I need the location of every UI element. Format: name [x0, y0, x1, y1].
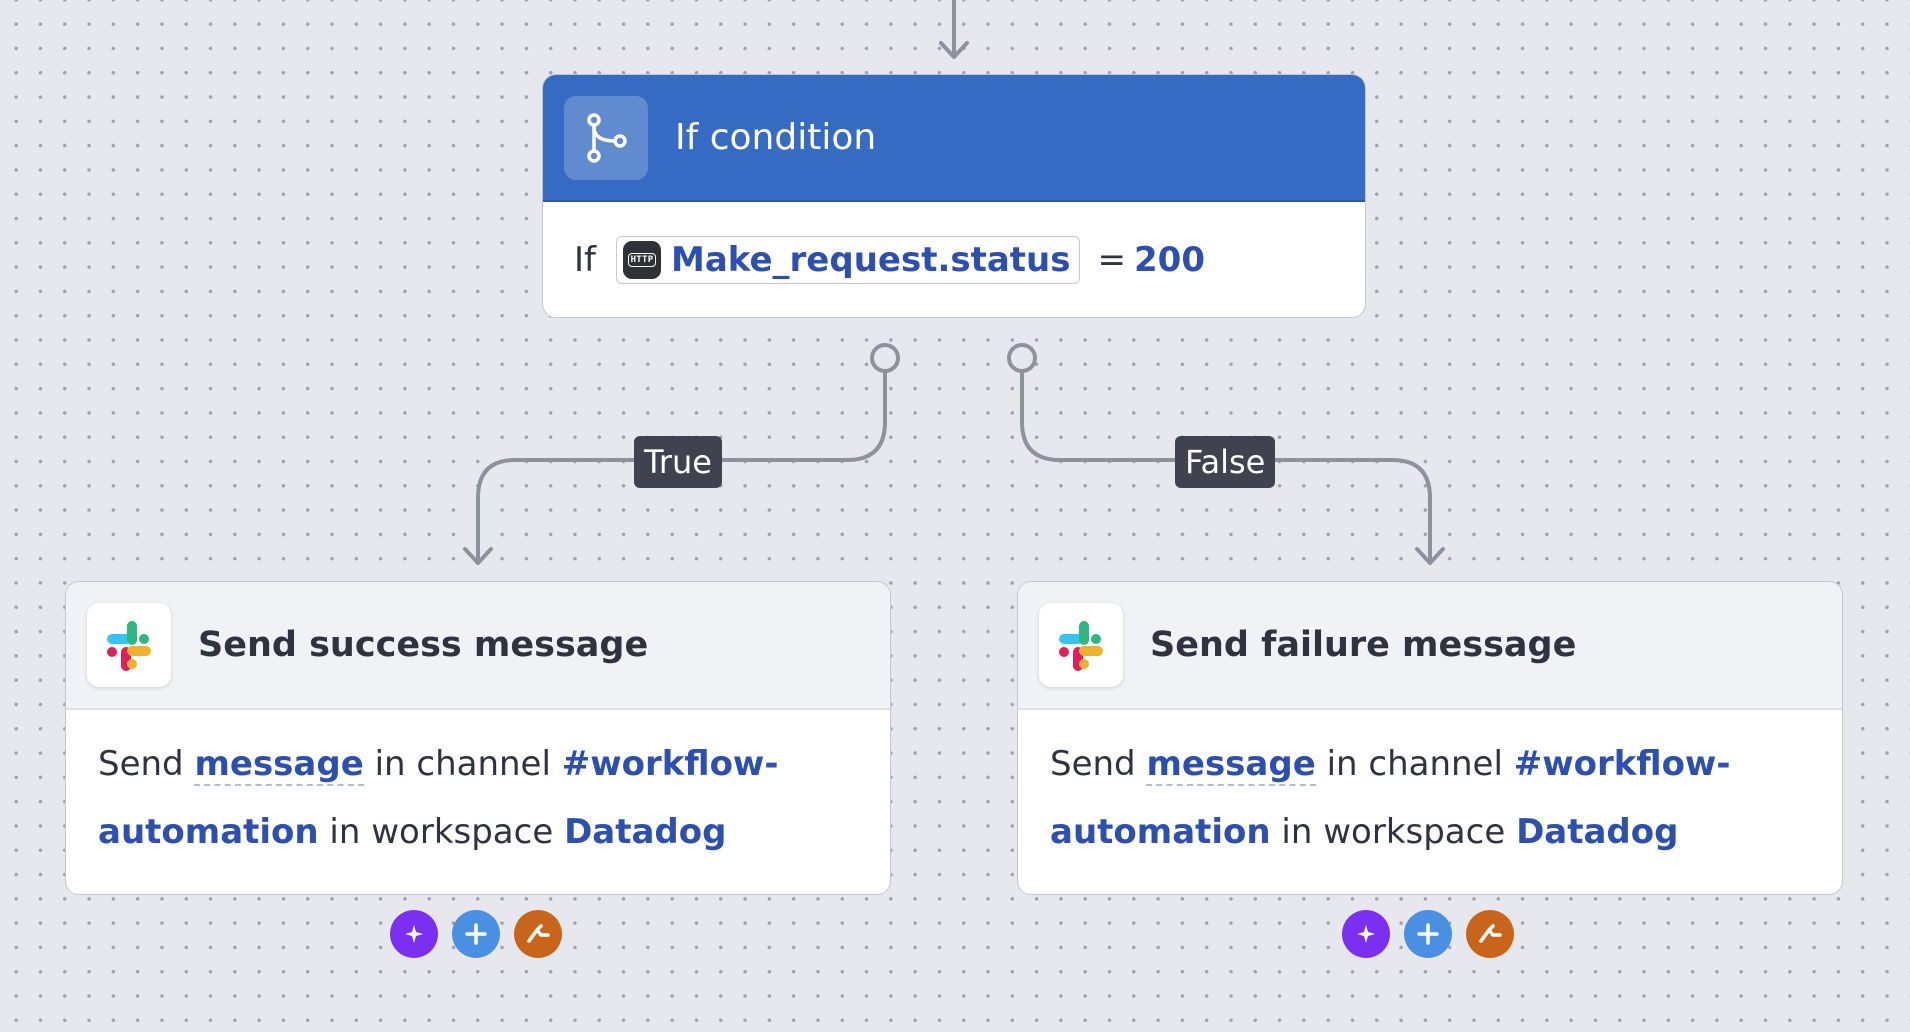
slack-icon	[1039, 603, 1123, 687]
if-condition-header: If condition	[543, 75, 1365, 202]
branch-icon	[564, 95, 648, 180]
http-icon: HTTP	[623, 240, 661, 279]
workspace-value[interactable]: Datadog	[1516, 812, 1679, 852]
action-description: Send message in channel #workflow- autom…	[98, 744, 779, 852]
workspace-value[interactable]: Datadog	[564, 812, 727, 852]
channel-value-cont[interactable]: automation	[98, 812, 319, 852]
action-title: Send failure message	[1150, 625, 1577, 665]
if-condition-title: If condition	[675, 117, 877, 158]
channel-value[interactable]: #workflow-	[561, 744, 779, 784]
if-condition-expression: If HTTP Make_request.status = 200	[543, 202, 1365, 317]
if-condition-node[interactable]: If condition If HTTP Make_request.status…	[542, 74, 1366, 318]
add-icon[interactable]	[452, 910, 500, 958]
true-branch-label: True	[634, 436, 722, 488]
message-field[interactable]: message	[194, 744, 364, 786]
false-branch-label: False	[1175, 436, 1276, 488]
true-port[interactable]	[870, 343, 900, 373]
slack-icon	[87, 603, 171, 687]
incoming-arrowhead	[939, 41, 969, 59]
false-port[interactable]	[1007, 343, 1037, 373]
failure-node-toolbar	[1342, 910, 1514, 958]
comparison-value: 200	[1134, 239, 1205, 280]
variable-chip[interactable]: HTTP Make_request.status	[616, 235, 1080, 284]
success-node-toolbar	[390, 910, 562, 958]
variable-name: Make_request.status	[671, 239, 1071, 280]
ai-sparkle-icon[interactable]	[1342, 910, 1390, 958]
false-arrowhead	[1415, 547, 1445, 565]
channel-value-cont[interactable]: automation	[1050, 812, 1271, 852]
true-arrowhead	[463, 547, 493, 565]
ai-sparkle-icon[interactable]	[390, 910, 438, 958]
message-field[interactable]: message	[1146, 744, 1316, 786]
send-success-message-node[interactable]: Send success message Send message in cha…	[65, 581, 891, 895]
operator: =	[1097, 239, 1127, 280]
action-title: Send success message	[198, 625, 649, 665]
action-header: Send success message	[66, 582, 890, 710]
send-failure-message-node[interactable]: Send failure message Send message in cha…	[1017, 581, 1843, 895]
connect-icon[interactable]	[1466, 910, 1514, 958]
add-icon[interactable]	[1404, 910, 1452, 958]
connect-icon[interactable]	[514, 910, 562, 958]
channel-value[interactable]: #workflow-	[1513, 744, 1731, 784]
action-header: Send failure message	[1018, 582, 1842, 710]
if-keyword: If	[574, 239, 596, 280]
action-description: Send message in channel #workflow- autom…	[1050, 744, 1731, 852]
